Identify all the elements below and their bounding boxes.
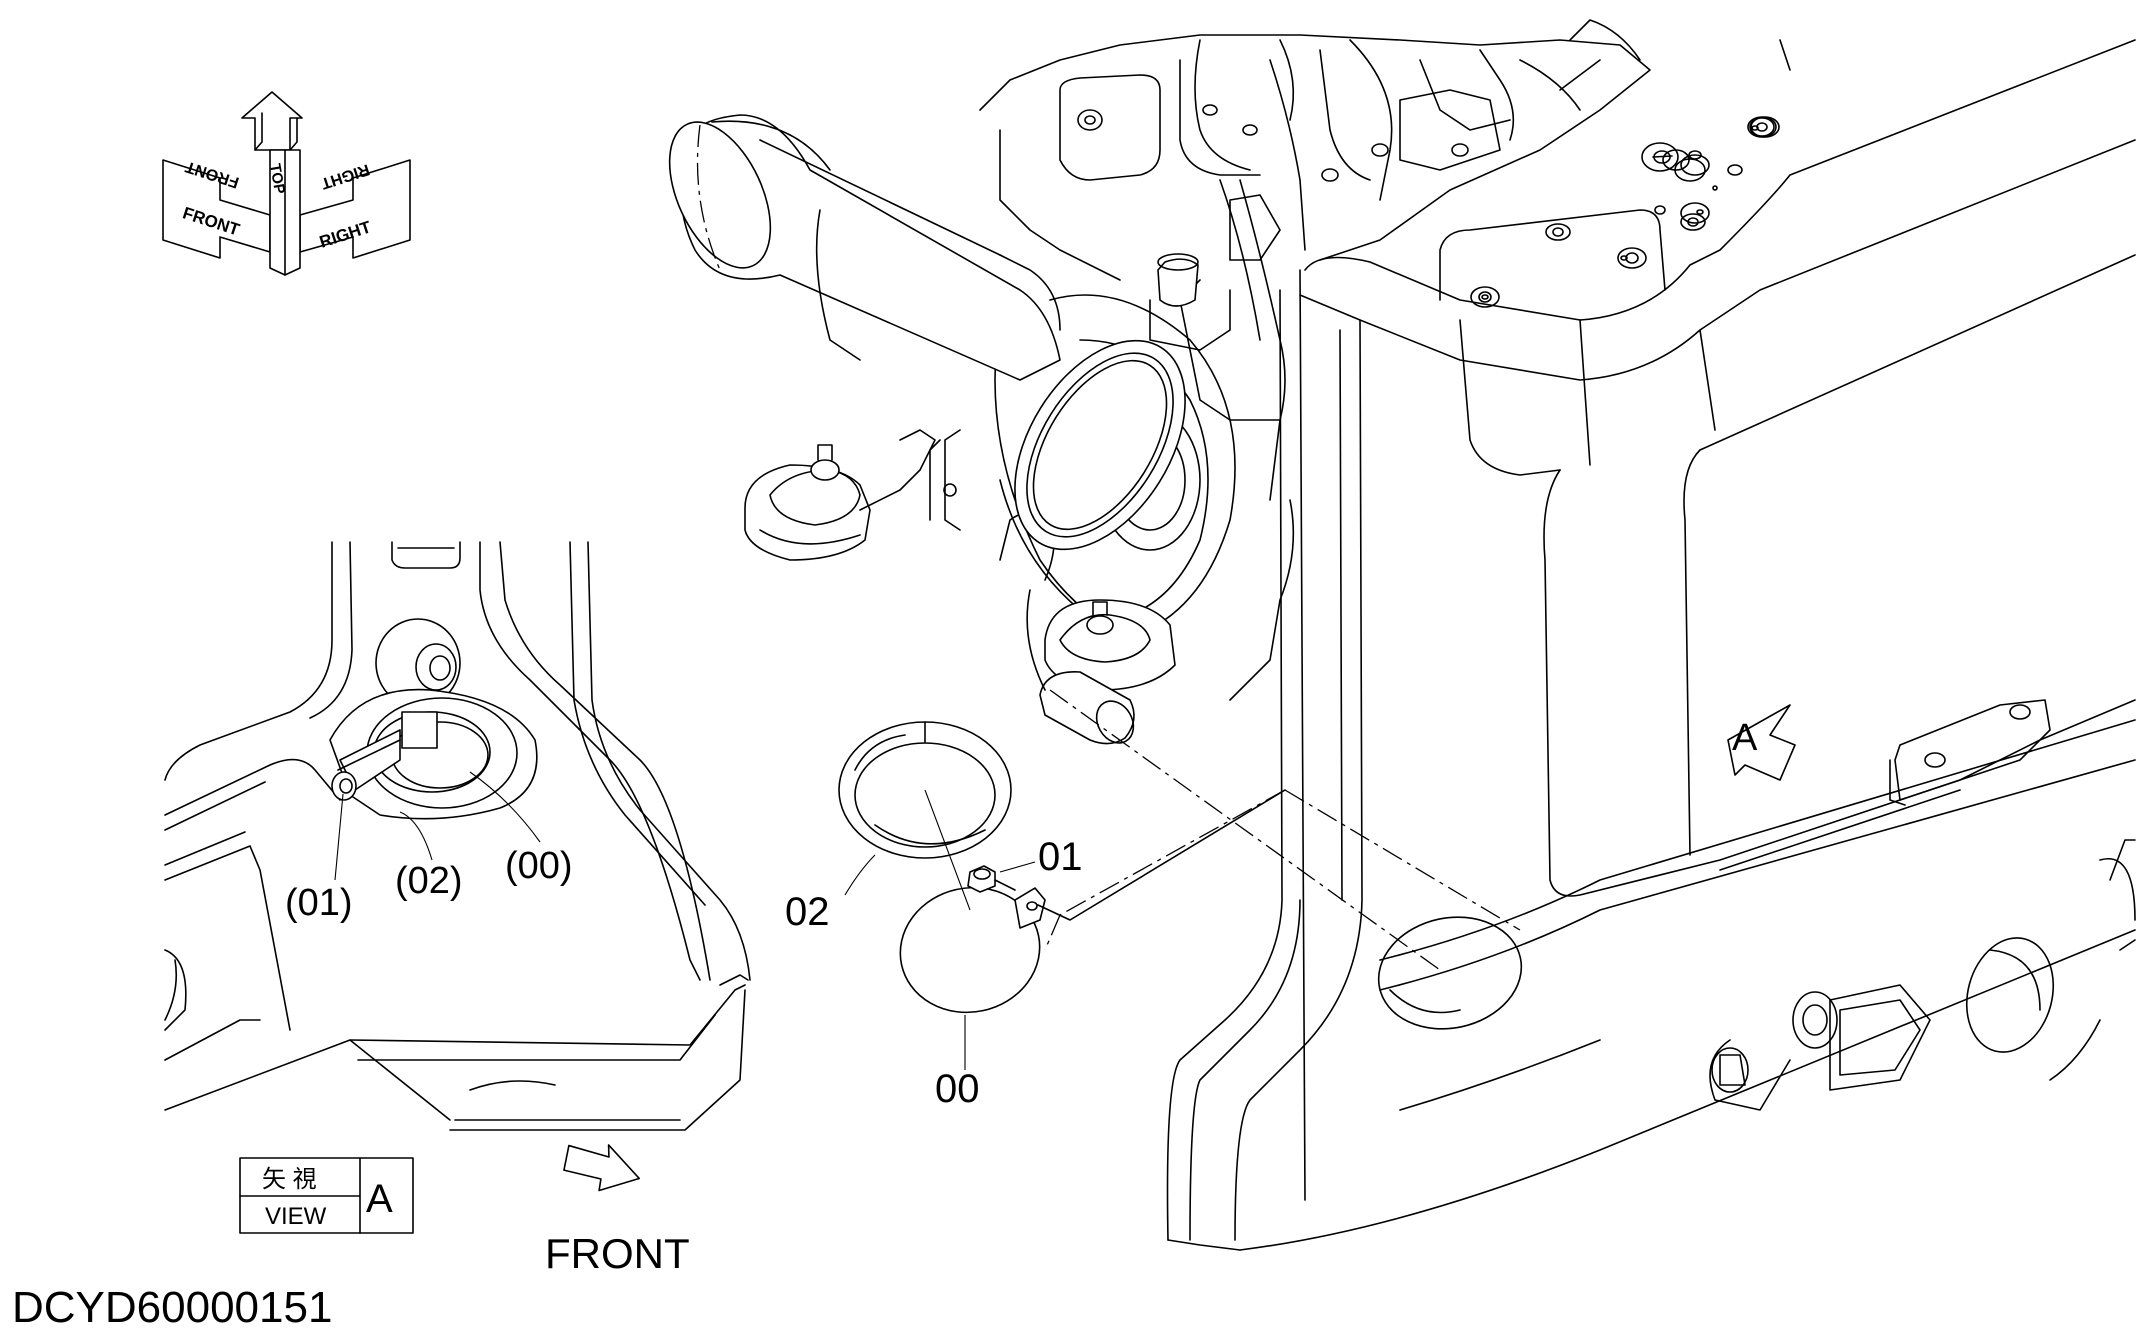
view-a-label-box: 矢 視 VIEW A (239, 1157, 414, 1234)
callout-cover: 00 (935, 1067, 980, 1111)
top-arrow-icon (241, 91, 303, 151)
front-direction: FRONT (545, 1144, 690, 1277)
drawing-id: DCYD60000151 (12, 1283, 332, 1332)
cover-plate (899, 886, 1046, 1014)
orientation-top-label: TOP (266, 162, 288, 195)
detail-view-a: (01) (02) (00) (164, 541, 751, 1131)
bolt (967, 865, 1016, 893)
view-a-marker-letter: A (1732, 717, 1758, 759)
view-letter: A (366, 1177, 393, 1221)
view-kanji: 矢 視 (262, 1166, 317, 1193)
main-assembly: A (668, 19, 2136, 1251)
detail-callout-ring: (02) (395, 860, 463, 902)
view-a-marker: A (1727, 704, 1796, 781)
front-direction-label: FRONT (545, 1230, 690, 1277)
view-arrow-icon (1727, 704, 1796, 781)
front-direction-arrow-icon (563, 1144, 640, 1192)
engine-mount-right (1044, 599, 1176, 691)
callout-bolt: 01 (1038, 835, 1083, 879)
exploded-parts: 02 01 00 (785, 721, 1286, 1111)
detail-callout-cover: (00) (505, 845, 573, 887)
orientation-indicator: FRONT FRONT TOP RIGHT RIGHT (162, 91, 411, 276)
muffler (668, 114, 1186, 551)
engine-mount-left (744, 429, 936, 561)
callout-ring: 02 (785, 890, 830, 934)
view-label: VIEW (265, 1203, 327, 1230)
detail-callout-bolt: (01) (285, 882, 353, 924)
